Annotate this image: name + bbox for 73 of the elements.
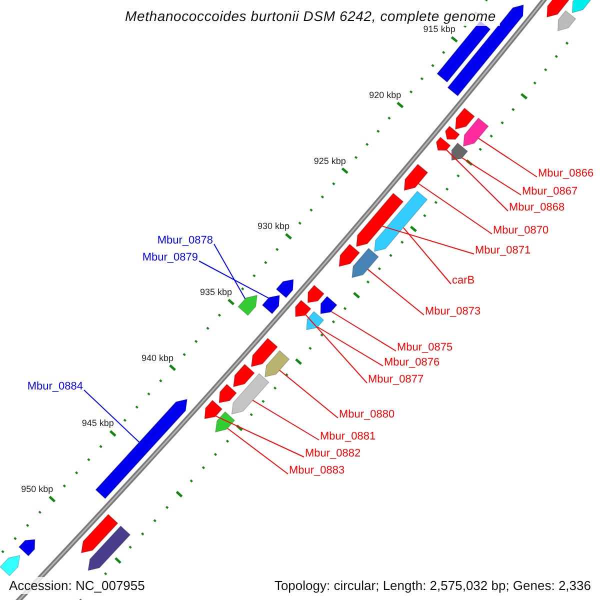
gene-label: Mbur_0873 — [425, 306, 481, 318]
scale-label: 945 kbp — [82, 418, 114, 428]
gene-feature — [455, 108, 475, 130]
scale-label: 925 kbp — [314, 156, 346, 166]
gene-feature — [233, 364, 255, 388]
leader-line — [382, 226, 474, 254]
leader-line — [446, 150, 508, 212]
gene-feature — [262, 295, 280, 314]
gene-feature — [95, 398, 188, 500]
gene-feature — [352, 248, 379, 278]
gene-feature — [308, 284, 324, 303]
gene-feature — [436, 136, 451, 151]
gene-feature — [218, 384, 237, 404]
gene-feature — [356, 192, 404, 247]
leader-line — [279, 370, 338, 418]
gene-label: carB — [452, 274, 475, 288]
gene-feature — [0, 555, 20, 576]
leader-line — [305, 314, 368, 384]
leader-line — [462, 157, 522, 196]
scale-label: 940 kbp — [141, 352, 174, 363]
gene-feature — [451, 142, 468, 161]
leader-line — [215, 416, 304, 458]
gene-feature — [80, 514, 118, 554]
gene-feature — [463, 118, 489, 147]
gene-feature — [445, 126, 460, 140]
gene-label: Mbur_0866 — [538, 168, 594, 180]
gene-label: Mbur_0881 — [320, 430, 376, 444]
gene-feature — [320, 296, 338, 314]
gene-label: Mbur_0878 — [157, 234, 213, 248]
gene-label: Mbur_0879 — [142, 252, 198, 264]
leader-line — [478, 138, 538, 178]
gene-feature — [276, 279, 294, 298]
leader-line — [402, 227, 452, 284]
gene-label: Mbur_0871 — [475, 244, 531, 258]
leader-line — [227, 428, 288, 474]
gene-feature — [264, 350, 290, 378]
leader-line — [84, 390, 140, 443]
gene-feature — [306, 311, 324, 330]
gene-label: Mbur_0883 — [289, 464, 345, 478]
gene-label: Mbur_0880 — [339, 408, 395, 422]
gene-label: Mbur_0868 — [509, 202, 565, 214]
gene-feature — [231, 373, 270, 414]
gene-feature — [295, 300, 312, 317]
leader-line — [198, 260, 269, 299]
scale-label: 915 kbp — [423, 24, 456, 34]
gene-label: Mbur_0875 — [397, 342, 453, 354]
gene-label: Mbur_0877 — [368, 374, 424, 386]
gene-feature — [557, 10, 576, 32]
gene-label: Mbur_0882 — [305, 448, 361, 460]
gene-feature — [204, 400, 223, 420]
leader-line — [317, 326, 384, 366]
gene-feature — [215, 411, 236, 432]
gene-feature — [338, 244, 360, 267]
gene-label: Mbur_0870 — [493, 224, 549, 238]
gene-label: Mbur_0884 — [27, 380, 83, 394]
scale-label: 935 kbp — [200, 287, 232, 298]
gene-feature — [88, 526, 131, 571]
leader-line — [367, 268, 424, 316]
gene-label: Mbur_0876 — [384, 356, 440, 370]
gene-feature — [374, 190, 428, 252]
gene-feature — [250, 338, 278, 367]
leader-line — [330, 311, 396, 352]
gene-label: Mbur_0867 — [522, 186, 578, 198]
gene-feature — [404, 164, 428, 191]
leader-line — [252, 400, 320, 440]
gene-feature — [238, 294, 258, 316]
scale-label: 950 kbp — [21, 484, 54, 494]
gene-feature — [18, 539, 36, 556]
scale-label: 930 kbp — [257, 221, 290, 232]
leader-line — [214, 244, 246, 300]
gene-feature — [546, 0, 570, 18]
scale-label: 920 kbp — [369, 90, 402, 100]
leader-line — [418, 183, 492, 234]
